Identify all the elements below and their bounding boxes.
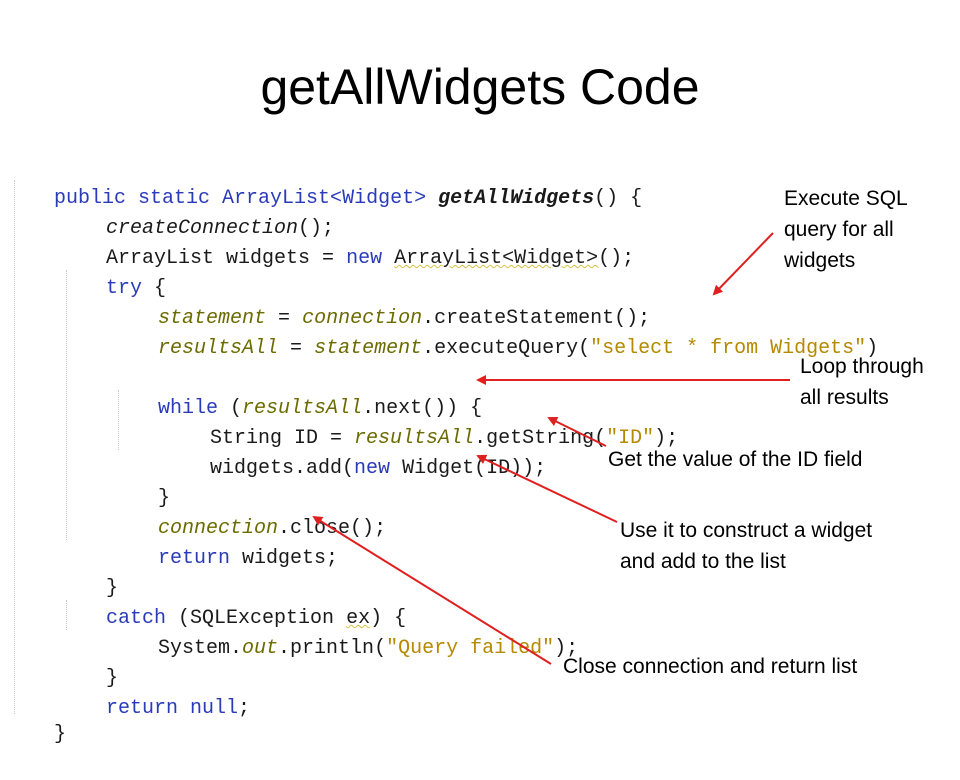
annotation-construct: Use it to construct a widget and add to … — [620, 519, 873, 573]
code-token: statement — [158, 307, 267, 330]
code-token: resultsAll — [242, 397, 363, 420]
code-token: .next()) { — [362, 397, 483, 420]
code-token: } — [106, 577, 119, 600]
code-token: createConnection — [106, 217, 299, 240]
code-token: "select * from Widgets" — [590, 337, 867, 360]
annotation-close: Close connection and return list — [563, 655, 858, 678]
code-line: catch (SQLException ex) { — [58, 574, 406, 630]
code-line: return widgets; — [110, 514, 338, 570]
code-token: ArrayList<Widget> — [394, 247, 599, 270]
code-line: ArrayList widgets = new ArrayList<Widget… — [58, 214, 634, 270]
code-token: return — [158, 547, 231, 570]
code-token: resultsAll — [354, 427, 475, 450]
code-token: resultsAll — [158, 337, 279, 360]
code-token: new — [346, 247, 395, 270]
indent-guide — [14, 180, 15, 714]
code-line: public static ArrayList<Widget> getAllWi… — [6, 154, 642, 210]
annotation-arrows — [312, 232, 790, 665]
code-line: try { — [58, 244, 166, 300]
code-token: public static ArrayList<Widget> — [54, 187, 439, 210]
annotation-get-id: Get the value of the ID field — [608, 448, 863, 471]
indent-guide — [66, 600, 67, 630]
code-token: ex — [346, 607, 371, 630]
code-token: while — [158, 397, 219, 420]
code-token: getAllWidgets — [438, 187, 595, 210]
code-token: } — [54, 723, 67, 746]
arrow-execute-sql — [712, 232, 774, 296]
code-token: .executeQuery( — [422, 337, 591, 360]
code-token: .println( — [278, 637, 387, 660]
code-token: Widget(ID)); — [402, 457, 547, 480]
code-line: String ID = resultsAll.getString("ID"); — [162, 394, 678, 450]
code-line: } — [58, 544, 118, 600]
code-token: } — [158, 487, 171, 510]
code-token: statement — [314, 337, 423, 360]
code-token: "ID" — [606, 427, 655, 450]
code-token: = — [266, 307, 303, 330]
code-token: catch — [106, 607, 167, 630]
code-token: () { — [594, 187, 643, 210]
arrow-close — [312, 515, 552, 665]
code-token: .getString( — [474, 427, 607, 450]
code-token: connection — [158, 517, 279, 540]
code-line: resultsAll = statement.executeQuery("sel… — [110, 304, 878, 360]
code-token: { — [142, 277, 167, 300]
annotation-execute-sql: Execute SQL query for all widgets — [784, 187, 908, 272]
code-token: try — [106, 277, 143, 300]
indent-guide — [66, 270, 67, 540]
arrow-construct — [476, 454, 618, 523]
code-token: ) { — [370, 607, 407, 630]
code-token: ) — [866, 337, 879, 360]
slide-title: getAllWidgets Code — [260, 59, 700, 115]
code-token: (); — [598, 247, 635, 270]
code-token: System. — [158, 637, 243, 660]
code-line: while (resultsAll.next()) { — [110, 364, 482, 420]
code-token: ( — [218, 397, 243, 420]
code-line: widgets.add(new Widget(ID)); — [162, 424, 546, 480]
code-line: System.out.println("Query failed"); — [110, 604, 578, 660]
code-line: statement = connection.createStatement()… — [110, 274, 650, 330]
code-token: String ID = — [210, 427, 355, 450]
annotation-loop: Loop through all results — [800, 355, 924, 409]
code-token: new — [354, 457, 403, 480]
code-line: } — [58, 634, 118, 690]
code-token: widgets.add( — [210, 457, 355, 480]
code-token: .createStatement(); — [422, 307, 651, 330]
code-token: out — [242, 637, 279, 660]
code-token: widgets; — [230, 547, 339, 570]
code-token: (SQLException — [166, 607, 347, 630]
code-line: createConnection(); — [58, 184, 334, 240]
code-token: return null — [106, 697, 239, 720]
code-token: ; — [238, 697, 251, 720]
code-block: public static ArrayList<Widget> getAllWi… — [0, 150, 960, 746]
indent-guide — [118, 390, 119, 450]
code-token: ); — [654, 427, 679, 450]
arrow-get-id — [547, 417, 607, 447]
code-token: (); — [298, 217, 335, 240]
code-token: ArrayList widgets = — [106, 247, 347, 270]
code-token: ); — [554, 637, 579, 660]
code-token: = — [278, 337, 315, 360]
code-line: } — [110, 454, 170, 510]
code-line: return null; — [58, 664, 250, 720]
code-token: connection — [302, 307, 423, 330]
code-token: "Query failed" — [386, 637, 555, 660]
code-token: } — [106, 667, 119, 690]
